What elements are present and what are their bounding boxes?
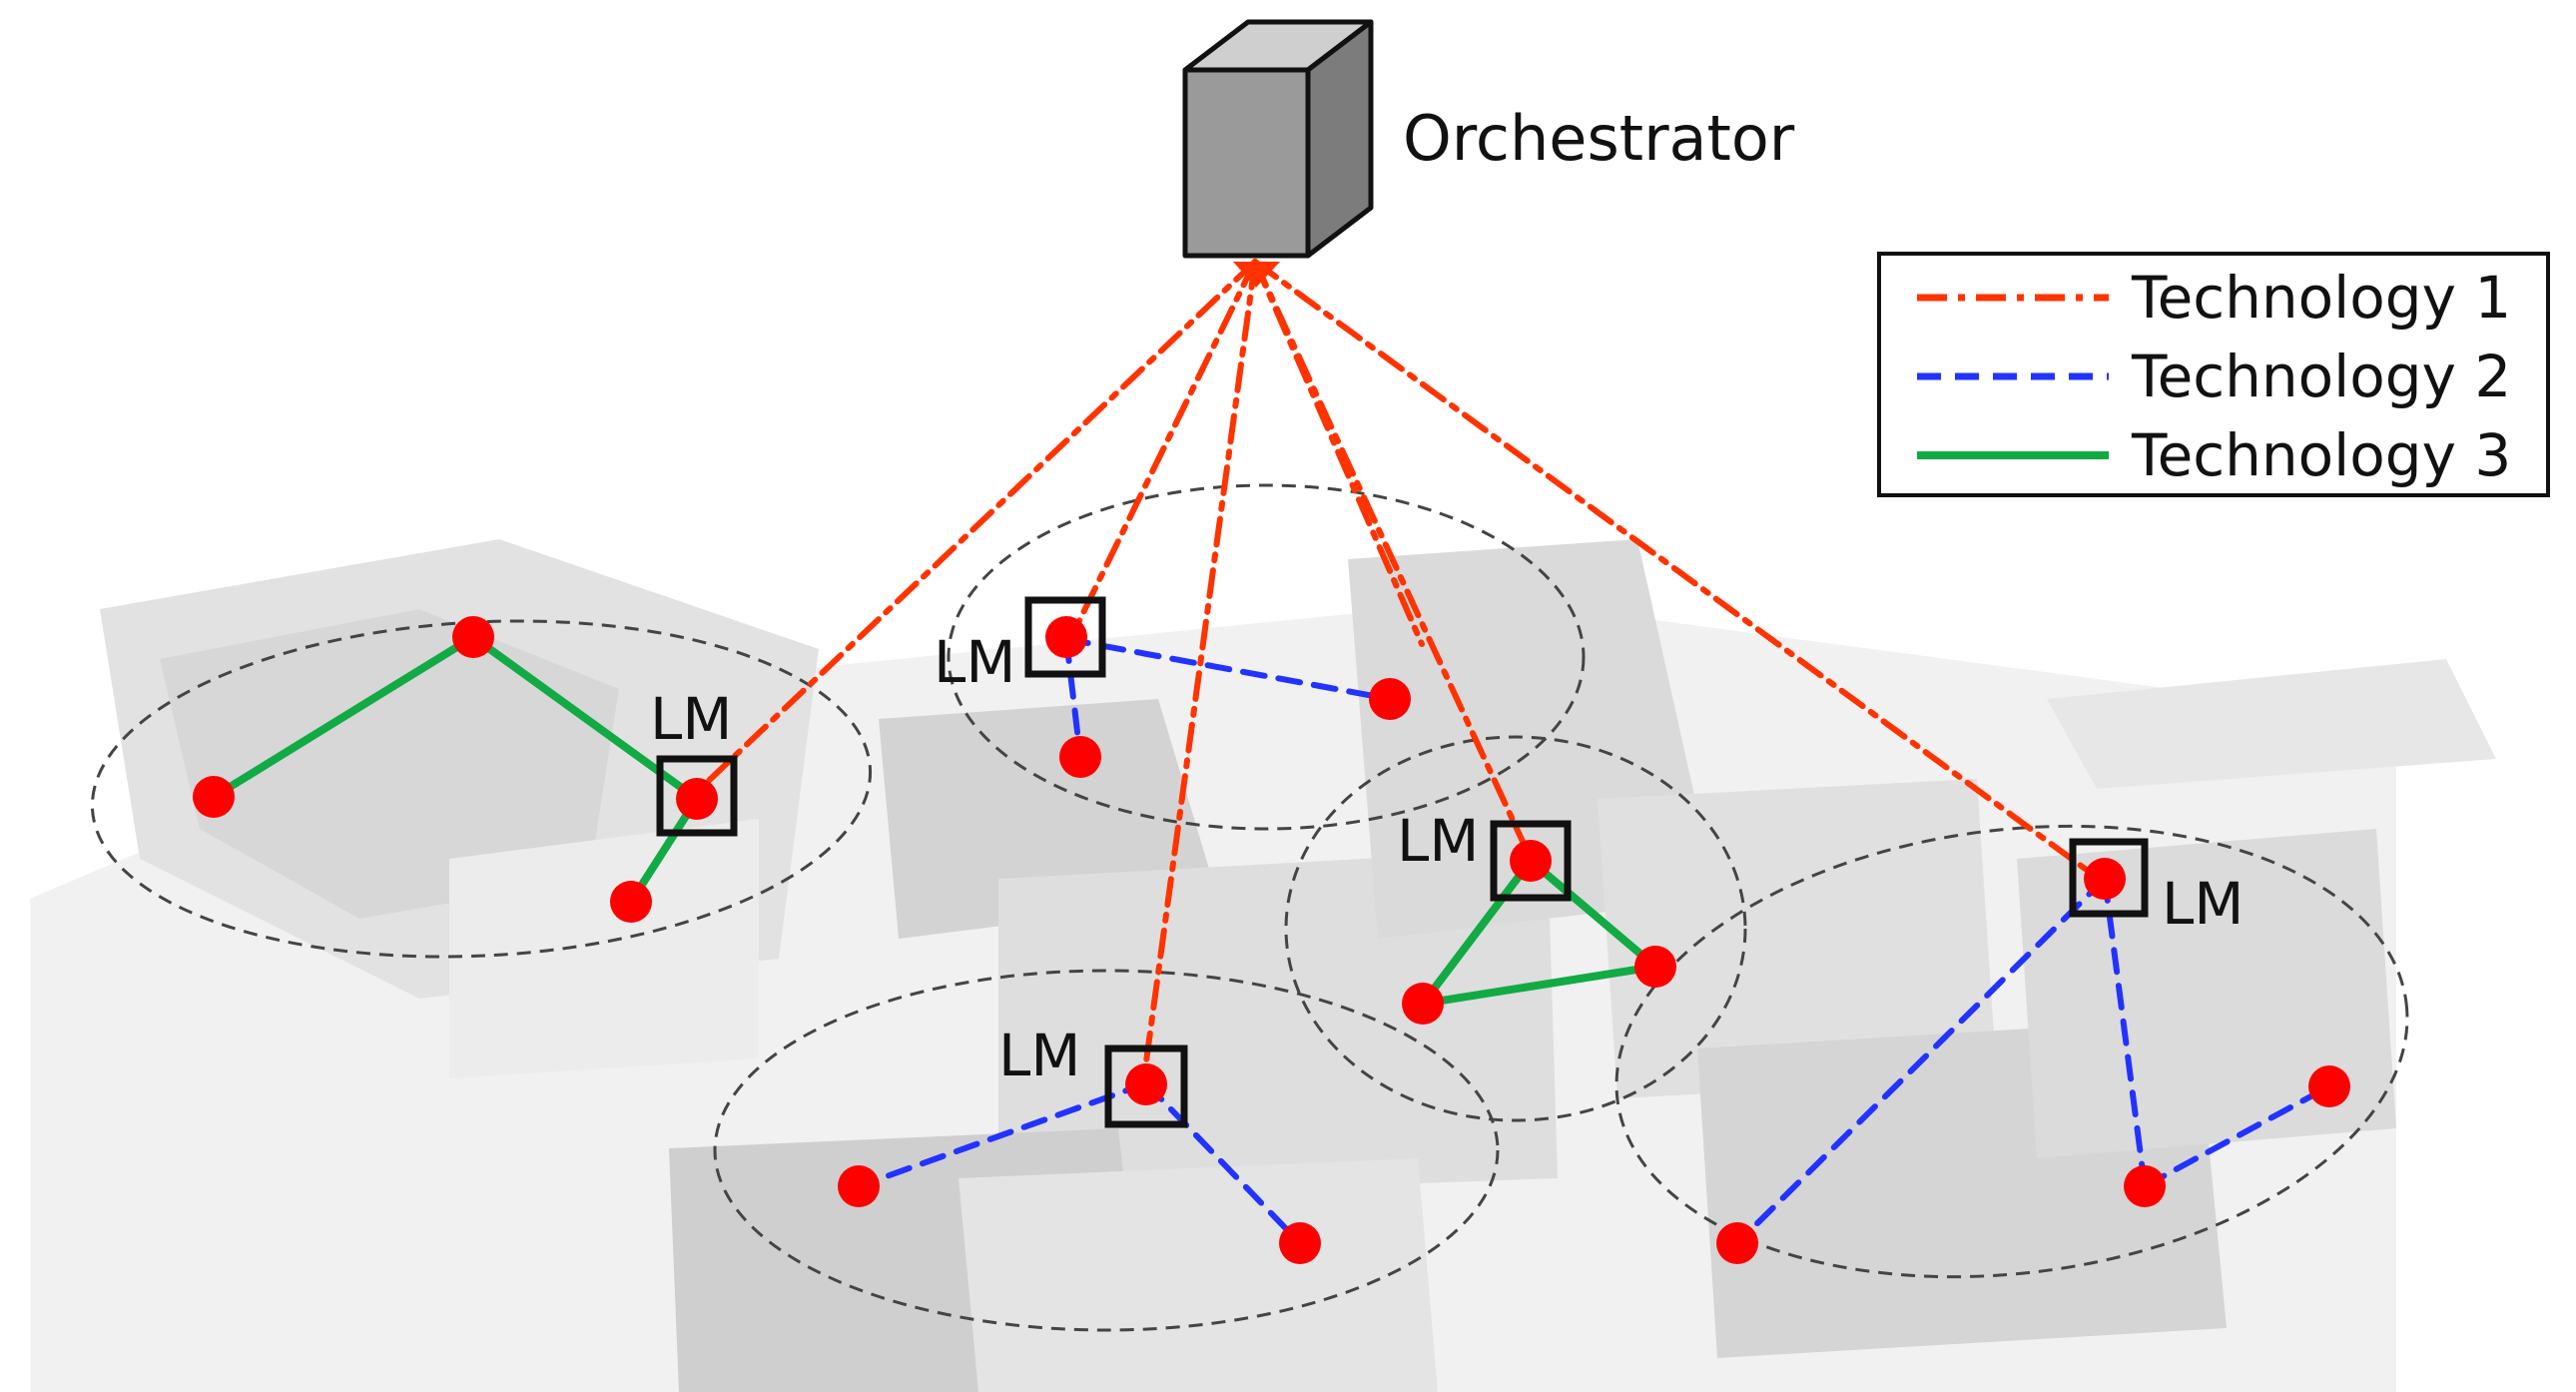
node: [1716, 1222, 1758, 1264]
node: [838, 1165, 880, 1207]
lm-box-top-middle: [1024, 596, 1106, 678]
lm-label-left: LM: [650, 685, 732, 753]
node: [452, 616, 494, 658]
orchestrator-link-right: [1252, 259, 2102, 882]
node: [193, 776, 235, 818]
cluster-outline-bottom: [713, 969, 1500, 1332]
tech2-link-bottom-b: [1143, 1080, 1303, 1246]
local-manager-boxes: [656, 596, 2149, 1128]
lm-box-center: [1490, 820, 1572, 902]
node: [1402, 983, 1444, 1025]
orchestrator-front-face: [1182, 67, 1311, 259]
cluster-outline-top-middle: [947, 483, 1586, 831]
technology-2-links: [856, 636, 2332, 1246]
orchestrator-label: Orchestrator: [1403, 102, 1795, 175]
factory-floor-background: [30, 539, 2496, 1392]
lm-label-right: LM: [2162, 870, 2244, 938]
tech2-link-tm-a: [1063, 636, 1393, 702]
technology-1-links: [694, 259, 2102, 1086]
orchestrator-link-bottom: [1140, 259, 1258, 1086]
node: [2084, 858, 2126, 900]
orchestrator-link-top-middle: [1068, 259, 1258, 640]
tech2-link-tm-b: [1063, 636, 1083, 760]
legend: Technology 1 Technology 2 Technology 3: [1877, 252, 2550, 497]
orchestrator-link-arrowhead: [1233, 262, 1280, 288]
network-nodes: [193, 616, 2350, 1264]
lm-label-bottom: LM: [998, 1022, 1080, 1089]
lm-label-top-middle: LM: [934, 628, 1015, 696]
lm-box-left: [656, 755, 738, 837]
tech2-link-right-a: [1734, 876, 2108, 1246]
node: [2124, 1165, 2166, 1207]
node: [1634, 946, 1676, 988]
tech2-link-right-b: [2102, 876, 2148, 1189]
tech2-link-right-c: [2142, 1083, 2332, 1189]
lm-box-right: [2069, 838, 2149, 918]
node: [1045, 616, 1087, 658]
node: [1369, 678, 1411, 720]
node: [610, 881, 652, 923]
orchestrator-server-icon: [1182, 19, 1374, 259]
node: [1279, 1222, 1321, 1264]
legend-label-technology-1: Technology 1: [2131, 264, 2511, 332]
cluster-outline-right: [1614, 824, 2409, 1279]
orchestrator-link-left: [694, 259, 1258, 795]
tech3-link-center-triangle: [1413, 857, 1665, 1010]
legend-label-technology-3: Technology 3: [2131, 421, 2511, 489]
legend-label-technology-2: Technology 2: [2131, 343, 2511, 410]
cluster-outline-center: [1284, 735, 1747, 1122]
lm-box-bottom: [1104, 1044, 1188, 1128]
tech2-link-bottom-a: [856, 1080, 1149, 1189]
node: [676, 778, 718, 820]
orchestrator-link-center: [1252, 259, 1534, 862]
node: [1510, 840, 1552, 882]
node: [1125, 1063, 1167, 1105]
lm-label-center: LM: [1397, 807, 1479, 875]
node: [1059, 736, 1101, 778]
node: [2308, 1065, 2350, 1107]
